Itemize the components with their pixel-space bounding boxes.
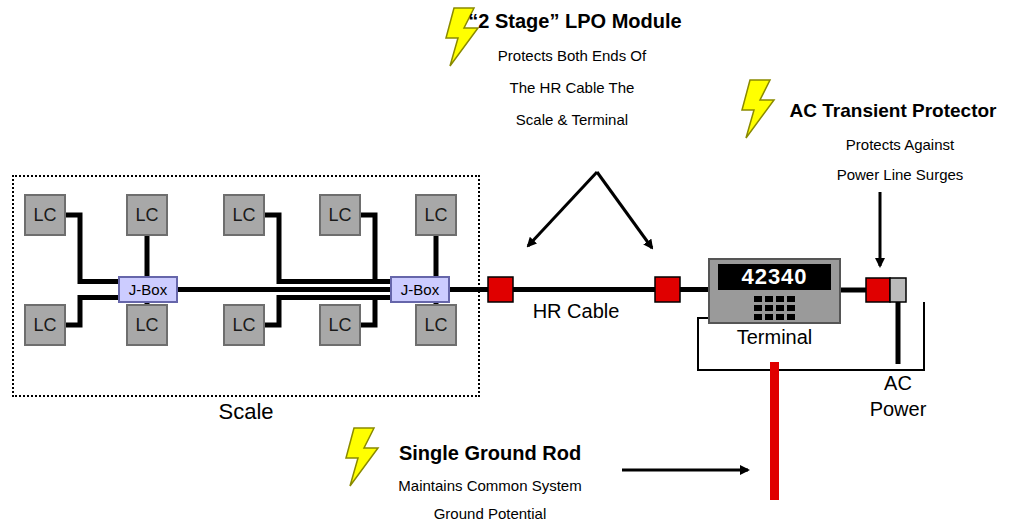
load-cell: LC <box>415 304 457 346</box>
terminal-box: 42340Terminal <box>708 258 841 324</box>
node-label: LC <box>33 315 56 336</box>
callout-title: Single Ground Rod <box>375 440 605 466</box>
load-cell: LC <box>24 304 66 346</box>
cable-wire <box>66 215 118 282</box>
cable-wire <box>178 287 390 292</box>
keypad-key <box>754 296 762 302</box>
scale-region: ScaleLCLCLCLCLCJ-BoxJ-BoxLCLCLCLCLC <box>12 175 480 397</box>
callout-note: Protects Both Ends Of The HR Cable The S… <box>493 40 651 136</box>
leader-arrow <box>879 192 882 266</box>
node-label: LC <box>328 315 351 336</box>
load-cell: LC <box>24 194 66 236</box>
region-label: Scale <box>14 399 478 425</box>
power-cord <box>896 302 901 364</box>
lpo-module <box>488 277 513 302</box>
cable-wire <box>434 236 439 276</box>
leader-arrow <box>528 172 597 246</box>
keypad-key <box>754 314 762 320</box>
callout-title: AC Transient Protector <box>768 98 1018 124</box>
callout-title: “2 Stage” LPO Module <box>425 8 725 34</box>
keypad-key <box>787 314 795 320</box>
cable-label: HR Cable <box>531 300 622 323</box>
callout-note: Maintains Common System Ground Potential <box>395 472 585 527</box>
junction-box: J-Box <box>118 276 178 303</box>
power-plug <box>890 278 906 302</box>
transient-protector <box>866 278 890 302</box>
load-cell: LC <box>126 304 168 346</box>
keypad-key <box>776 305 784 311</box>
load-cell: LC <box>223 194 265 236</box>
load-cell: LC <box>126 194 168 236</box>
ground-rod <box>770 362 779 500</box>
load-cell: LC <box>319 194 361 236</box>
lpo-module <box>655 277 680 302</box>
cable-wire <box>361 298 390 326</box>
node-label: J-Box <box>401 281 439 298</box>
node-label: LC <box>232 315 255 336</box>
leader-arrow <box>622 469 748 472</box>
node-label: LC <box>424 315 447 336</box>
load-cell: LC <box>415 194 457 236</box>
keypad-key <box>754 305 762 311</box>
cable-wire <box>66 298 118 326</box>
keypad-key <box>776 314 784 320</box>
keypad-key <box>765 305 773 311</box>
node-label: LC <box>328 205 351 226</box>
callout-note: Protects Against Power Line Surges <box>832 130 968 190</box>
lightning-bolt <box>742 80 774 138</box>
keypad-key <box>765 296 773 302</box>
node-label: LC <box>424 205 447 226</box>
keypad-key <box>787 305 795 311</box>
node-label: LC <box>135 205 158 226</box>
leader-arrow <box>597 172 652 248</box>
load-cell: LC <box>319 304 361 346</box>
display-readout: 42340 <box>718 264 831 290</box>
power-cord <box>840 288 866 293</box>
node-label: LC <box>232 205 255 226</box>
cable-wire <box>145 236 150 276</box>
cable-wire <box>361 215 390 282</box>
junction-box: J-Box <box>390 276 450 303</box>
node-label: J-Box <box>129 281 167 298</box>
terminal-label: Terminal <box>700 326 849 349</box>
keypad-key <box>765 314 773 320</box>
lightning-bolt <box>346 428 378 486</box>
load-cell: LC <box>223 304 265 346</box>
keypad-key <box>776 296 784 302</box>
node-label: LC <box>33 205 56 226</box>
node-label: LC <box>135 315 158 336</box>
power-label: AC Power <box>867 370 929 422</box>
keypad-key <box>787 296 795 302</box>
